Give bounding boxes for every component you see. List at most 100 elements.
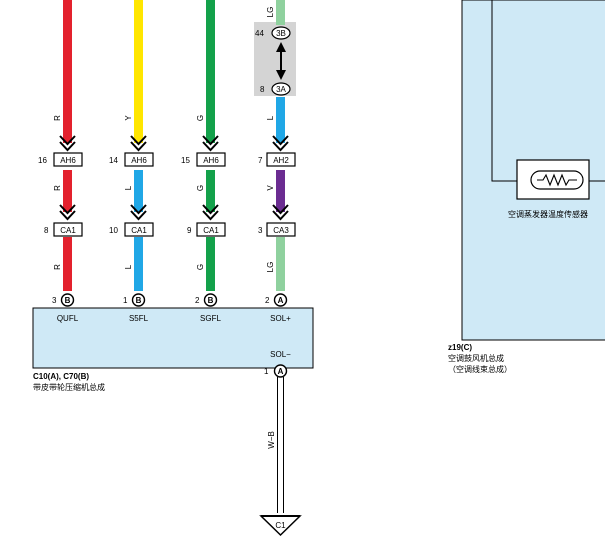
w4-code-mid: V (266, 185, 275, 191)
w1-chevron-upper (59, 135, 76, 152)
w3-chevron-lower (202, 204, 219, 221)
w2-c2-name: CA1 (131, 226, 147, 235)
w1-c2-box[interactable] (53, 222, 83, 237)
shield-top-pin: 44 (255, 29, 264, 38)
w4-code-top: L (266, 115, 275, 120)
w4-comp-conn[interactable] (273, 293, 288, 307)
shield-bottom-pin: 8 (260, 85, 265, 94)
w1-comp-conn[interactable] (60, 293, 75, 307)
w1-c1-box[interactable] (53, 152, 83, 167)
w2-c1-name: AH6 (131, 156, 147, 165)
w3-code-top: G (196, 115, 205, 121)
w2-c2-box[interactable] (124, 222, 154, 237)
w3-c2-box[interactable] (196, 222, 226, 237)
w3-comp-conn[interactable] (203, 293, 218, 307)
w1-c1-name: AH6 (60, 156, 76, 165)
w1-comp-pin: 3 (52, 296, 57, 305)
sensor-name: 空调蒸发器温度传感器 (508, 209, 588, 219)
w1-c2-pin: 8 (44, 226, 49, 235)
w4-c2-pin: 3 (258, 226, 263, 235)
w1-c2-name: CA1 (60, 226, 76, 235)
blower-inner-frame (491, 0, 605, 182)
sensor-element (530, 170, 584, 190)
w3-c1-name: AH6 (203, 156, 219, 165)
w4-c1-pin: 7 (258, 156, 263, 165)
w1-code-bot: R (53, 264, 62, 270)
ground-conn-label: A (278, 367, 284, 376)
w2-comp-conn-label: B (136, 296, 142, 305)
connector-row-ca: 8 CA1 10 CA1 9 CA1 3 CA3 (44, 222, 296, 237)
shield-arrow-down (276, 70, 286, 80)
w3-chevron-upper (202, 135, 219, 152)
w3-code-bot: G (196, 264, 205, 270)
w1-signal: QUFL (57, 314, 79, 323)
resistor-icon (537, 173, 577, 187)
w2-comp-conn[interactable] (131, 293, 146, 307)
w3-c1-box[interactable] (196, 152, 226, 167)
w2-code-mid: L (124, 185, 133, 190)
wire-w4-lower (276, 237, 285, 291)
wire-codes: R Y G L R L G V R L G LG (53, 115, 275, 273)
shield-top-conn (271, 26, 291, 40)
ground-wire-code: W−B (267, 431, 276, 449)
w4-c2-box[interactable] (266, 222, 296, 237)
blower-connector-label: z19(C) (448, 343, 472, 352)
w1-chevron-lower (59, 204, 76, 221)
ground-pin: 1 (264, 367, 269, 376)
wire-w1-upper (63, 0, 72, 143)
shield-arrow-up (276, 42, 286, 52)
w2-chevron-upper (130, 135, 147, 152)
w2-chevron-lower (130, 204, 147, 221)
wire-w1-mid (63, 170, 72, 212)
compressor-connector-label: C10(A), C70(B) (33, 372, 89, 381)
wire-w3-upper (206, 0, 215, 143)
compressor-name: 带皮带轮压缩机总成 (33, 382, 105, 392)
w3-c1-pin: 15 (181, 156, 190, 165)
shield-wire-code: LG (266, 7, 275, 18)
wire-w4-upper (276, 97, 285, 143)
w4-chevron-upper (272, 135, 289, 152)
wire-w2-mid (134, 170, 143, 212)
w4-comp-conn-label: A (278, 296, 284, 305)
w2-signal: S5FL (129, 314, 149, 323)
wire-w3-lower (206, 237, 215, 291)
chevrons (59, 135, 289, 221)
w2-code-top: Y (124, 115, 133, 121)
blower-name: 空调鼓风机总成 (448, 353, 504, 363)
w1-c1-pin: 16 (38, 156, 47, 165)
w2-code-bot: L (124, 264, 133, 269)
wire-w1-lower (63, 237, 72, 291)
wire-w3-mid (206, 170, 215, 212)
w2-c1-box[interactable] (124, 152, 154, 167)
w3-code-mid: G (196, 185, 205, 191)
shield-top-conn-label: 3B (276, 29, 286, 38)
shield-bottom-conn-label: 3A (276, 85, 286, 94)
compressor-box[interactable] (32, 307, 314, 369)
ground-conn[interactable] (273, 364, 288, 378)
w3-signal: SGFL (200, 314, 221, 323)
w3-comp-pin: 2 (195, 296, 200, 305)
w4-code-bot: LG (266, 262, 275, 273)
w4-c1-name: AH2 (273, 156, 289, 165)
w2-c1-pin: 14 (109, 156, 118, 165)
w3-c2-name: CA1 (203, 226, 219, 235)
wire-w4-mid (276, 170, 285, 212)
w3-c2-pin: 9 (187, 226, 192, 235)
w4-signal: SOL+ (270, 314, 291, 323)
wire-w2-lower (134, 237, 143, 291)
connector-row-ah: 16 AH6 14 AH6 15 AH6 7 AH2 (38, 152, 296, 167)
ground-point-label: C1 (275, 521, 286, 530)
w2-comp-pin: 1 (123, 296, 128, 305)
wire-w4-top (276, 0, 285, 25)
w4-c2-name: CA3 (273, 226, 289, 235)
shield-bottom-conn (271, 82, 291, 96)
w1-comp-conn-label: B (65, 296, 71, 305)
blower-sub: （空调线束总成） (448, 364, 512, 374)
compressor-pins: 3 B 1 B 2 B 2 A (52, 293, 288, 307)
w1-code-mid: R (53, 185, 62, 191)
w4-c1-box[interactable] (266, 152, 296, 167)
w4-chevron-lower (272, 204, 289, 221)
w3-comp-conn-label: B (208, 296, 214, 305)
w1-code-top: R (53, 115, 62, 121)
